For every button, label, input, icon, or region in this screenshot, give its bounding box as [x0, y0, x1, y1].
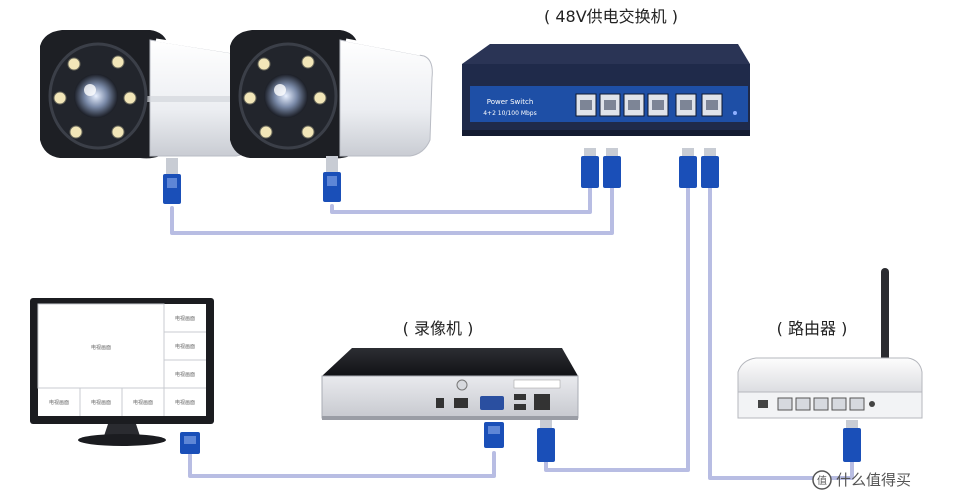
watermark-text: 什么值得买 — [836, 471, 911, 489]
rj45-plug-nvr — [537, 420, 555, 462]
svg-text:值: 值 — [817, 474, 827, 487]
monitor-cell: 电视画面 — [91, 399, 111, 406]
monitor-cell: 电视画面 — [175, 315, 195, 322]
vga-plug-nvr — [484, 422, 504, 448]
monitor-main-cell: 电视画面 — [91, 344, 111, 351]
cable-monitor-nvr — [188, 451, 496, 478]
rj45-plug-camera-1 — [163, 158, 181, 204]
monitor-cell: 电视画面 — [49, 399, 69, 406]
value-badge-icon — [812, 470, 832, 490]
cable-switch-nvr — [544, 186, 690, 472]
nvr-label: ( 录像机 ) — [403, 319, 474, 338]
cable-switch-router — [708, 186, 854, 480]
watermark: 值 什么值得买 — [812, 470, 911, 490]
nvr-recorder — [321, 348, 579, 420]
wifi-router — [737, 268, 923, 419]
cable-camera1-switch — [170, 186, 614, 235]
rj45-plug-camera-2 — [323, 156, 341, 202]
poe-switch: Power Switch 4+2 10/100 Mbps — [462, 44, 750, 136]
switch-ports — [575, 93, 723, 117]
cables — [170, 186, 854, 480]
vga-plug-monitor — [180, 432, 200, 454]
switch-label: ( 48V供电交换机 ) — [544, 7, 678, 26]
bullet-camera-1 — [40, 30, 260, 204]
monitor-cell: 电视画面 — [133, 399, 153, 406]
monitor-cell: 电视画面 — [175, 399, 195, 406]
router-label: ( 路由器 ) — [777, 319, 848, 338]
switch-panel-title: Power Switch — [487, 98, 534, 106]
monitor-cell: 电视画面 — [175, 343, 195, 350]
cable-camera2-switch — [330, 186, 592, 214]
bullet-camera-2 — [230, 30, 433, 202]
monitor-cell: 电视画面 — [175, 371, 195, 378]
rj45-plug-router — [843, 420, 861, 462]
switch-panel-subtitle: 4+2 10/100 Mbps — [483, 110, 537, 117]
switch-rj45-plugs — [581, 148, 719, 188]
monitor: 电视画面 电视画面 电视画面 电视画面 电视画面 电视画面 电视画面 电视画面 — [30, 298, 214, 446]
